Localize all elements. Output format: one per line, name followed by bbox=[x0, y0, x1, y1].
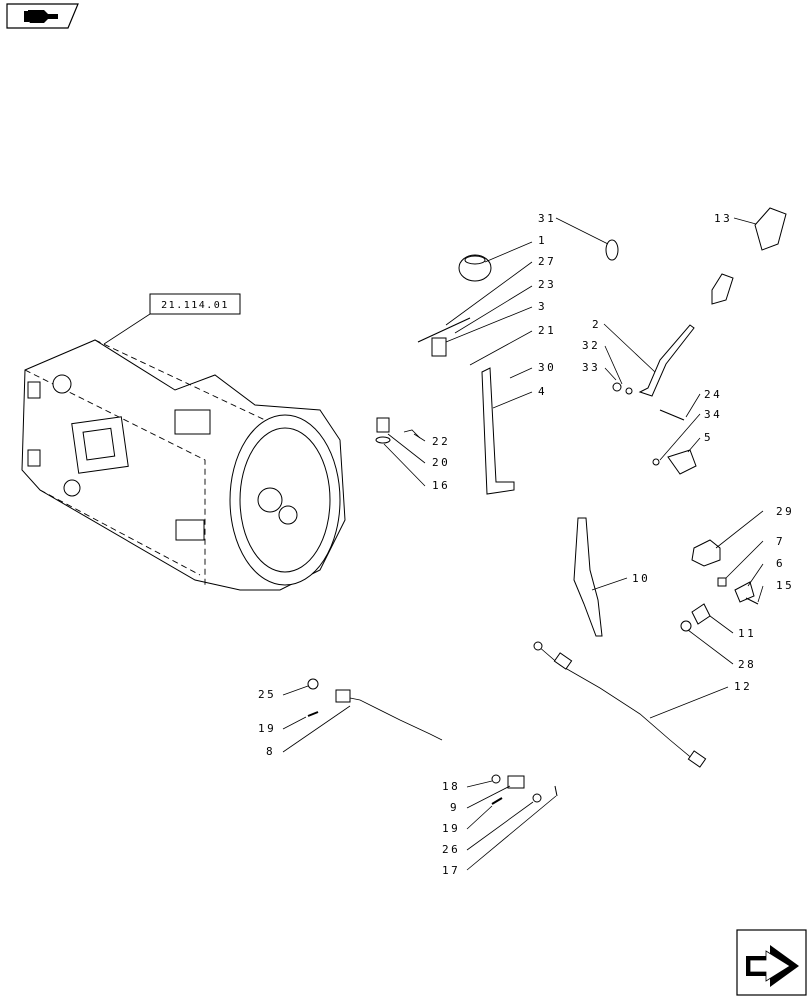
callout-23: 23 bbox=[538, 278, 556, 291]
callout-31: 31 bbox=[538, 212, 556, 225]
callout-15: 15 bbox=[776, 579, 794, 592]
leader-lines bbox=[282, 217, 764, 871]
callout-17: 17 bbox=[442, 864, 460, 877]
callout-20: 20 bbox=[432, 456, 450, 469]
callout-11: 11 bbox=[738, 627, 756, 640]
callout-33: 33 bbox=[582, 361, 600, 374]
svg-text:21.114.01: 21.114.01 bbox=[161, 300, 229, 311]
callout-22: 22 bbox=[432, 435, 450, 448]
callout-10: 10 bbox=[632, 572, 650, 585]
callout-19-upper: 19 bbox=[258, 722, 276, 735]
callout-30: 30 bbox=[538, 361, 556, 374]
callout-21: 21 bbox=[538, 324, 556, 337]
callout-32: 32 bbox=[582, 339, 600, 352]
callout-labels: 31 13 1 27 23 3 21 30 4 2 32 33 24 34 5 … bbox=[258, 212, 794, 877]
callout-16: 16 bbox=[432, 479, 450, 492]
callout-26: 26 bbox=[442, 843, 460, 856]
callout-25: 25 bbox=[258, 688, 276, 701]
callout-1: 1 bbox=[538, 234, 547, 247]
part-shapes bbox=[307, 207, 787, 805]
callout-27: 27 bbox=[538, 255, 556, 268]
callout-7: 7 bbox=[776, 535, 785, 548]
callout-18: 18 bbox=[442, 780, 460, 793]
callout-24: 24 bbox=[704, 388, 722, 401]
hand-pointer-icon[interactable] bbox=[6, 3, 79, 29]
callout-13: 13 bbox=[714, 212, 732, 225]
callout-34: 34 bbox=[704, 408, 722, 421]
callout-8: 8 bbox=[266, 745, 275, 758]
transmission-housing bbox=[21, 339, 346, 591]
callout-12: 12 bbox=[734, 680, 752, 693]
callout-6: 6 bbox=[776, 557, 785, 570]
callout-28: 28 bbox=[738, 658, 756, 671]
callout-4: 4 bbox=[538, 385, 547, 398]
callout-19-lower: 19 bbox=[442, 822, 460, 835]
reference-tag[interactable]: 21.114.01 bbox=[103, 293, 241, 345]
callout-2: 2 bbox=[592, 318, 601, 331]
callout-9: 9 bbox=[450, 801, 459, 814]
callout-5: 5 bbox=[704, 431, 713, 444]
next-page-arrow-icon[interactable] bbox=[736, 929, 807, 996]
callout-3: 3 bbox=[538, 300, 547, 313]
callout-29: 29 bbox=[776, 505, 794, 518]
